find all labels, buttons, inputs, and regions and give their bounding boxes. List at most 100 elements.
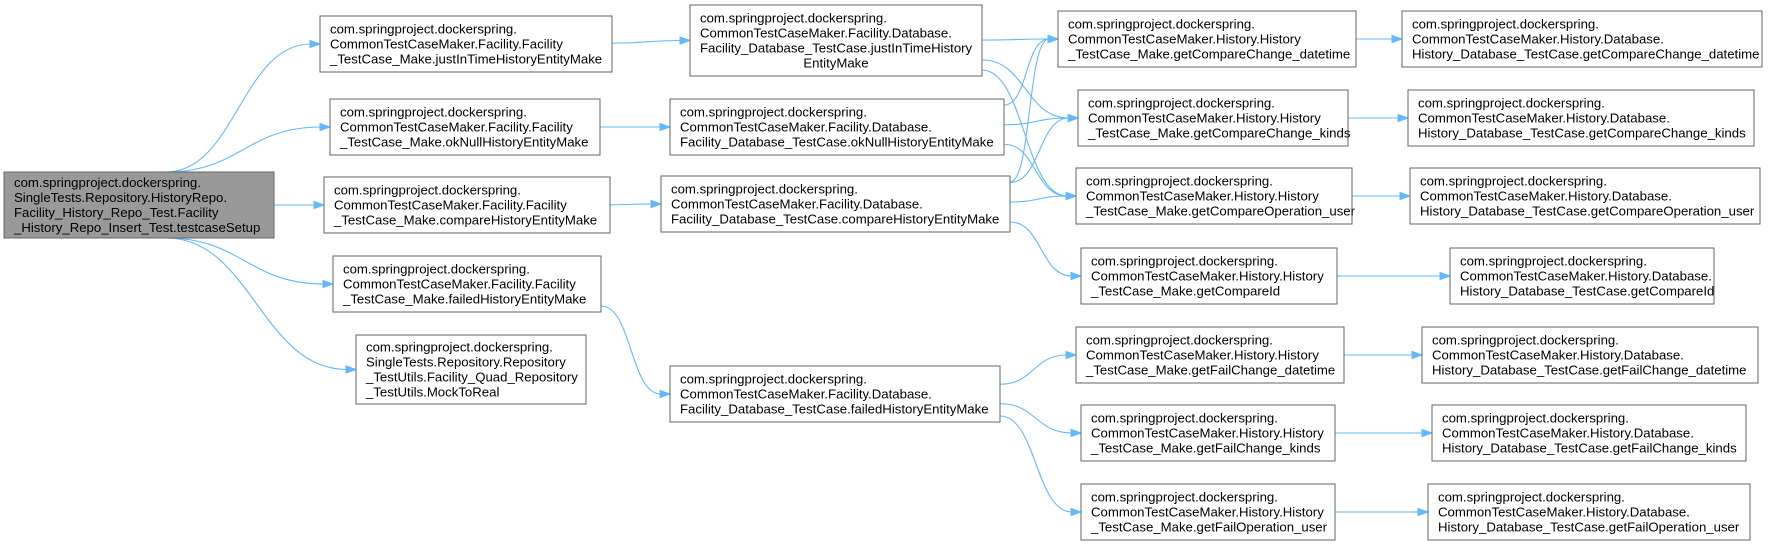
graph-node[interactable]: com.springproject.dockerspring.CommonTes… xyxy=(689,4,983,77)
graph-node[interactable]: com.springproject.dockerspring.SingleTes… xyxy=(355,334,587,405)
node-box xyxy=(1080,483,1336,541)
node-label-line: CommonTestCaseMaker.Facility.Facility xyxy=(334,198,567,213)
node-label-line: CommonTestCaseMaker.History.Database. xyxy=(1418,111,1670,126)
graph-node[interactable]: com.springproject.dockerspring.CommonTes… xyxy=(1080,483,1336,541)
node-label-line: History_Database_TestCase.getCompareOper… xyxy=(1420,204,1755,219)
node-label-line: History_Database_TestCase.getCompareChan… xyxy=(1412,47,1759,62)
node-label-line: CommonTestCaseMaker.History.History xyxy=(1086,348,1319,363)
node-label-line: CommonTestCaseMaker.History.Database. xyxy=(1432,348,1684,363)
graph-node[interactable]: com.springproject.dockerspring.CommonTes… xyxy=(1427,483,1751,541)
graph-node[interactable]: com.springproject.dockerspring.CommonTes… xyxy=(660,175,1011,233)
node-label-line: CommonTestCaseMaker.History.History xyxy=(1068,32,1301,47)
edge-arrow xyxy=(165,122,332,173)
node-box xyxy=(1407,89,1755,147)
node-label-line: History_Database_TestCase.getFailOperati… xyxy=(1438,520,1740,535)
edge-arrow xyxy=(999,415,1083,517)
node-label-line: Facility_Database_TestCase.failedHistory… xyxy=(680,402,989,417)
edge-arrow xyxy=(1352,191,1412,201)
graph-node[interactable]: com.springproject.dockerspring.CommonTes… xyxy=(1407,89,1755,147)
graph-node[interactable]: com.springproject.dockerspring.CommonTes… xyxy=(319,15,613,73)
graph-node[interactable]: com.springproject.dockerspring.CommonTes… xyxy=(1449,247,1715,305)
arrowhead xyxy=(1070,507,1083,517)
arrowhead xyxy=(1070,271,1083,281)
graph-node[interactable]: com.springproject.dockerspring.CommonTes… xyxy=(1080,247,1338,305)
edge-arrow xyxy=(165,39,322,173)
node-label-line: _TestUtils.Facility_Quad_Repository xyxy=(365,370,578,385)
edge-arrow xyxy=(165,237,335,289)
graph-node[interactable]: com.springproject.dockerspring.CommonTes… xyxy=(1409,167,1761,225)
edge-arrow xyxy=(274,200,326,210)
node-label-line: SingleTests.Repository.Repository xyxy=(366,355,566,370)
edge-arrow xyxy=(1009,113,1080,184)
arrowhead xyxy=(1391,34,1404,44)
edge-arrow xyxy=(1009,191,1078,203)
node-label-line: _TestCase_Make.getCompareId xyxy=(1090,284,1280,299)
node-box xyxy=(1401,10,1763,68)
node-label-line: com.springproject.dockerspring. xyxy=(1088,96,1275,111)
edge-arrow xyxy=(1009,34,1060,183)
arrowhead xyxy=(1439,271,1452,281)
edge-arrow xyxy=(999,350,1078,385)
node-label-line: SingleTests.Repository.HistoryRepo. xyxy=(14,190,227,205)
node-label-line: CommonTestCaseMaker.History.History xyxy=(1091,505,1324,520)
edge-arrow xyxy=(611,36,692,45)
node-label-line: CommonTestCaseMaker.History.History xyxy=(1091,269,1324,284)
node-label-line: EntityMake xyxy=(803,56,868,71)
arrowhead xyxy=(679,36,692,45)
node-box xyxy=(669,365,1001,423)
node-label-line: CommonTestCaseMaker.History.Database. xyxy=(1442,426,1694,441)
node-label-line: com.springproject.dockerspring. xyxy=(680,105,867,120)
graph-node[interactable]: com.springproject.dockerspring.CommonTes… xyxy=(1401,10,1763,68)
node-label-line: com.springproject.dockerspring. xyxy=(1091,254,1278,269)
node-box xyxy=(355,334,587,405)
graph-node[interactable]: com.springproject.dockerspring.CommonTes… xyxy=(1080,404,1336,462)
node-label-line: _TestCase_Make.getFailChange_datetime xyxy=(1085,363,1335,378)
graph-node[interactable]: com.springproject.dockerspring.CommonTes… xyxy=(332,255,602,313)
node-label-line: _TestCase_Make.getCompareChange_datetime xyxy=(1067,47,1350,62)
edge-line xyxy=(1003,38,1050,106)
node-box xyxy=(319,15,613,73)
node-box xyxy=(323,176,611,234)
edge-line xyxy=(609,203,653,206)
graph-node[interactable]: com.springproject.dockerspring.CommonTes… xyxy=(329,98,601,156)
edge-line xyxy=(165,126,322,173)
graph-node[interactable]: com.springproject.dockerspring.CommonTes… xyxy=(1421,326,1759,384)
root-node[interactable]: com.springproject.dockerspring.SingleTes… xyxy=(3,171,275,239)
edge-line xyxy=(999,354,1068,385)
node-label-line: Facility_History_Repo_Test.Facility xyxy=(14,205,219,220)
node-label-line: com.springproject.dockerspring. xyxy=(343,262,530,277)
node-label-line: com.springproject.dockerspring. xyxy=(1418,96,1605,111)
node-label-line: com.springproject.dockerspring. xyxy=(680,372,867,387)
edge-line xyxy=(999,415,1073,513)
edge-line xyxy=(981,69,1068,197)
graph-node[interactable]: com.springproject.dockerspring.CommonTes… xyxy=(1077,89,1351,147)
node-label-line: com.springproject.dockerspring. xyxy=(1442,411,1629,426)
node-label-line: CommonTestCaseMaker.History.History xyxy=(1086,189,1319,204)
graph-node[interactable]: com.springproject.dockerspring.CommonTes… xyxy=(1431,404,1747,462)
edge-arrow xyxy=(609,199,663,209)
node-label-line: com.springproject.dockerspring. xyxy=(366,340,553,355)
node-label-line: com.springproject.dockerspring. xyxy=(1438,490,1625,505)
arrowhead xyxy=(313,200,326,210)
arrowhead xyxy=(1399,191,1412,201)
graph-node[interactable]: com.springproject.dockerspring.CommonTes… xyxy=(1075,167,1356,225)
node-label-line: com.springproject.dockerspring. xyxy=(1460,254,1647,269)
arrowhead xyxy=(319,122,332,132)
edge-layer xyxy=(165,34,1452,517)
graph-node[interactable]: com.springproject.dockerspring.CommonTes… xyxy=(669,98,1005,156)
arrowhead xyxy=(322,279,335,289)
graph-node[interactable]: com.springproject.dockerspring.CommonTes… xyxy=(669,365,1001,423)
arrowhead xyxy=(1411,350,1424,360)
edge-line xyxy=(165,43,312,173)
node-box xyxy=(1409,167,1761,225)
arrowhead xyxy=(345,365,358,374)
arrowhead xyxy=(1070,428,1083,438)
edge-line xyxy=(165,237,325,285)
graph-node[interactable]: com.springproject.dockerspring.CommonTes… xyxy=(1075,326,1345,384)
node-box xyxy=(1075,326,1345,384)
graph-node[interactable]: com.springproject.dockerspring.CommonTes… xyxy=(323,176,611,234)
edge-line xyxy=(600,305,662,395)
graph-node[interactable]: com.springproject.dockerspring.CommonTes… xyxy=(1057,10,1357,68)
node-label-line: com.springproject.dockerspring. xyxy=(1086,333,1273,348)
